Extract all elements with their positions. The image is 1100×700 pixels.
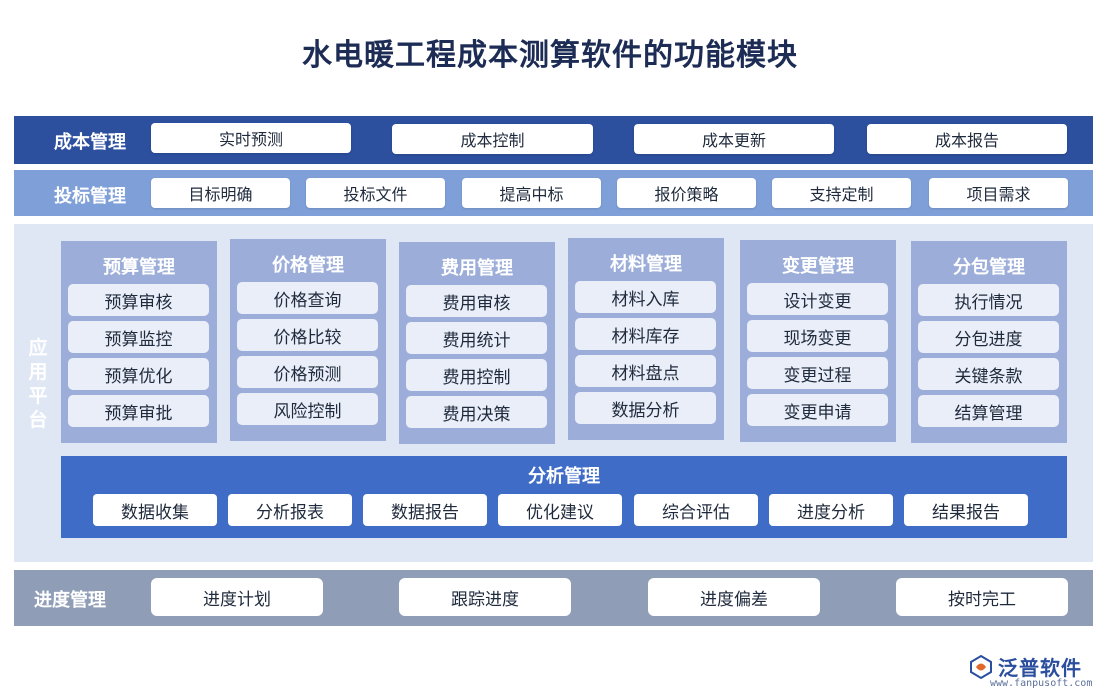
module-item: 费用决策 [406,396,547,428]
module-budget: 预算管理 预算审核 预算监控 预算优化 预算审批 [61,241,217,443]
module-item: 预算监控 [68,321,209,353]
analysis-item: 优化建议 [498,494,622,526]
page-title: 水电暖工程成本测算软件的功能模块 [302,38,798,73]
application-platform-label: 应 用 平 台 [28,336,48,432]
module-item: 设计变更 [747,283,888,315]
progress-item: 跟踪进度 [399,578,571,616]
module-title: 分包管理 [953,257,1025,278]
module-item: 变更过程 [747,357,888,389]
module-price: 价格管理 价格查询 价格比较 价格预测 风险控制 [230,239,386,441]
progress-item: 按时完工 [896,578,1068,616]
module-item: 预算优化 [68,358,209,390]
analysis-title: 分析管理 [528,466,600,487]
brand-url: www.fanpusoft.com [990,678,1093,689]
cost-item: 成本控制 [392,124,593,154]
module-title: 材料管理 [610,254,682,275]
module-subcontract: 分包管理 执行情况 分包进度 关键条款 结算管理 [911,241,1067,443]
module-title: 费用管理 [441,258,513,279]
bid-item: 报价策略 [617,178,756,208]
module-item: 变更申请 [747,394,888,426]
module-material: 材料管理 材料入库 材料库存 材料盘点 数据分析 [568,238,724,440]
module-item: 关键条款 [918,358,1059,390]
module-item: 费用统计 [406,322,547,354]
progress-management-band: 进度管理 进度计划 跟踪进度 进度偏差 按时完工 [14,570,1093,626]
bid-management-band: 投标管理 目标明确 投标文件 提高中标 报价策略 支持定制 项目需求 [14,170,1093,216]
module-item: 结算管理 [918,395,1059,427]
bid-item: 提高中标 [462,178,601,208]
cost-management-band: 成本管理 实时预测 成本控制 成本更新 成本报告 [14,116,1093,164]
platform-label-char: 台 [28,409,48,431]
module-item: 分包进度 [918,321,1059,353]
module-item: 预算审核 [68,284,209,316]
bid-item: 投标文件 [306,178,445,208]
module-title: 变更管理 [782,256,854,277]
cost-item: 实时预测 [151,123,351,153]
brand-logo: 泛普软件 www.fanpusoft.com [968,652,1094,692]
progress-management-label: 进度管理 [34,590,106,611]
analysis-item: 数据报告 [363,494,487,526]
module-change: 变更管理 设计变更 现场变更 变更过程 变更申请 [740,240,896,442]
bid-item: 项目需求 [929,178,1068,208]
brand-mark-icon [970,654,992,680]
module-item: 风险控制 [237,393,378,425]
module-item: 价格比较 [237,319,378,351]
analysis-item: 进度分析 [769,494,893,526]
module-item: 材料盘点 [575,355,716,387]
platform-label-char: 用 [28,361,48,383]
module-title: 价格管理 [272,255,344,276]
module-item: 材料库存 [575,318,716,350]
brand-name: 泛普软件 [998,656,1082,680]
analysis-item: 分析报表 [228,494,352,526]
module-item: 数据分析 [575,392,716,424]
analysis-item: 数据收集 [93,494,217,526]
module-item: 费用审核 [406,285,547,317]
module-item: 费用控制 [406,359,547,391]
module-item: 价格查询 [237,282,378,314]
analysis-item: 综合评估 [634,494,758,526]
bid-item: 支持定制 [772,178,911,208]
analysis-item: 结果报告 [904,494,1028,526]
bid-item: 目标明确 [151,178,290,208]
cost-item: 成本报告 [867,124,1067,154]
application-platform-band: 应 用 平 台 预算管理 预算审核 预算监控 预算优化 预算审批 价格管理 价格… [14,224,1093,562]
module-item: 价格预测 [237,356,378,388]
progress-item: 进度计划 [151,578,323,616]
platform-label-char: 平 [28,385,48,407]
platform-label-char: 应 [28,337,48,359]
module-item: 现场变更 [747,320,888,352]
module-item: 执行情况 [918,284,1059,316]
module-item: 材料入库 [575,281,716,313]
analysis-management-panel: 分析管理 数据收集 分析报表 数据报告 优化建议 综合评估 进度分析 结果报告 [61,456,1067,538]
bid-management-label: 投标管理 [54,186,126,207]
module-title: 预算管理 [103,257,175,278]
cost-management-label: 成本管理 [54,132,126,153]
module-item: 预算审批 [68,395,209,427]
cost-item: 成本更新 [634,124,834,154]
progress-item: 进度偏差 [648,578,820,616]
module-expense: 费用管理 费用审核 费用统计 费用控制 费用决策 [399,242,555,444]
